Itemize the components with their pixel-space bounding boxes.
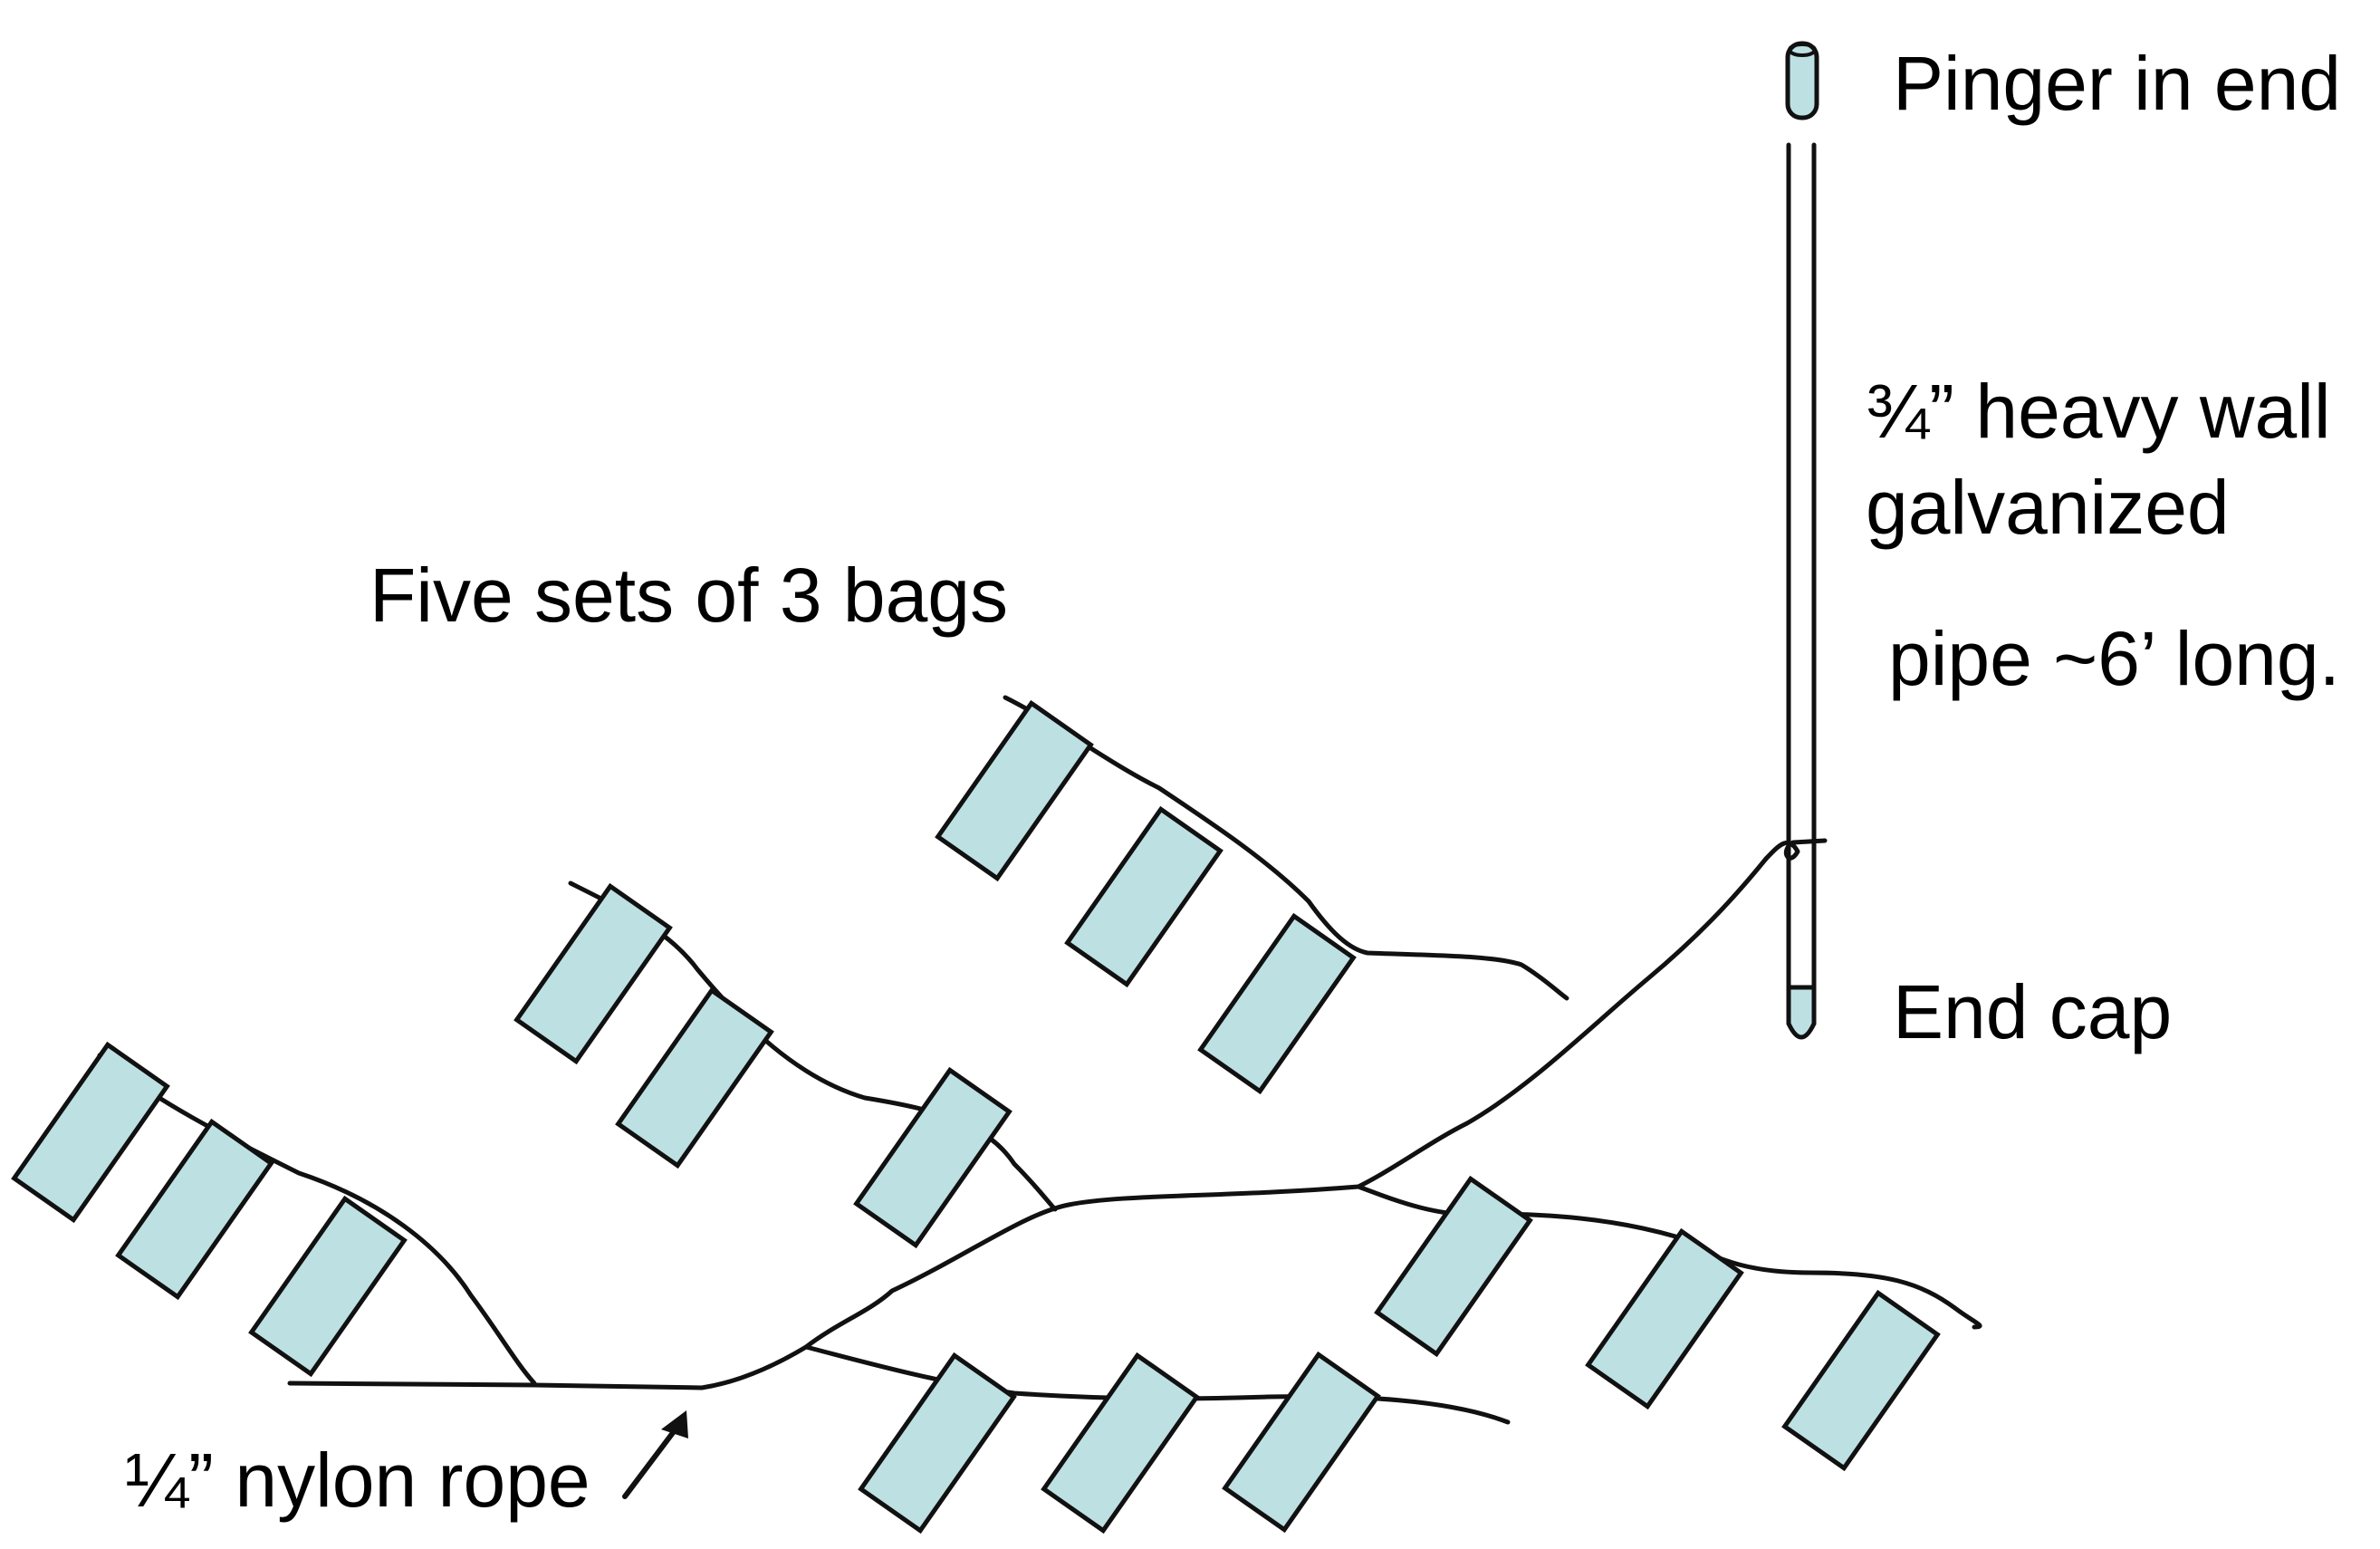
bag	[615, 986, 774, 1169]
arrow-head-icon	[661, 1410, 688, 1438]
bag	[858, 1352, 1017, 1535]
galvanized-pipe	[1786, 142, 1817, 1040]
pinger-label: Pinger in end	[1893, 41, 2342, 126]
main-nylon-rope	[287, 856, 1769, 1390]
nylon-rope-label: ¼” nylon rope	[125, 1438, 590, 1523]
bag	[11, 1041, 170, 1224]
pipe-attachment-line	[1763, 838, 1828, 861]
bag-set-1	[11, 1041, 408, 1378]
bag	[1197, 912, 1357, 1095]
bag-set-4	[1374, 1175, 1941, 1472]
bag	[1781, 1289, 1941, 1472]
pipe-description-line-1: ¾” heavy wall	[1866, 369, 2331, 454]
bag	[248, 1195, 408, 1378]
pipe-description-line-3: pipe ~6’ long.	[1888, 616, 2340, 701]
pipe-description-line-2: galvanized	[1866, 465, 2230, 550]
set-3-line	[1003, 695, 1569, 1001]
bag	[1585, 1227, 1744, 1410]
bag	[115, 1118, 274, 1301]
set-1-line	[97, 1053, 537, 1386]
bag	[853, 1066, 1012, 1249]
rope-pointer-arrow	[622, 1410, 688, 1499]
bag-set-2	[513, 882, 1012, 1249]
bag	[1064, 805, 1224, 988]
bag	[513, 882, 673, 1065]
bag	[1222, 1351, 1381, 1534]
bag-set-5	[858, 1351, 1381, 1535]
end-cap-label: End cap	[1893, 969, 2173, 1054]
bag-set-3	[935, 699, 1357, 1095]
bag	[935, 699, 1094, 882]
bag	[1041, 1352, 1200, 1535]
pinger	[1785, 41, 1819, 120]
arrow-shaft	[622, 1424, 680, 1499]
end-cap	[1786, 985, 1817, 1040]
bag	[1374, 1175, 1533, 1358]
pinger-top	[1788, 43, 1817, 57]
bag-sets-label: Five sets of 3 bags	[369, 553, 1009, 638]
